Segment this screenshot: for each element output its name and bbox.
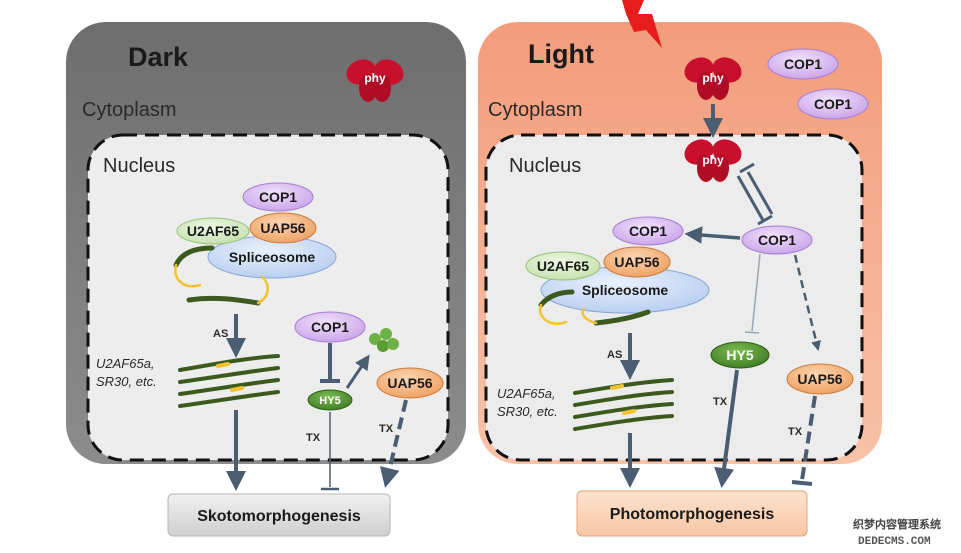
light-cop1-cyto-1 bbox=[767, 48, 839, 80]
light-u2af65 bbox=[525, 251, 601, 281]
dark-hy5-label: HY5 bbox=[319, 395, 340, 407]
light-cop1-cyto-1-label: COP1 bbox=[784, 56, 822, 72]
light-cop1-cyto-2-label: COP1 bbox=[814, 96, 852, 112]
light-panel: Light Cytoplasm phy COP1 COP1 Nucleus ph bbox=[478, 0, 882, 464]
dark-cop1-free-label: COP1 bbox=[311, 319, 349, 335]
dark-u2af65-label: U2AF65 bbox=[187, 223, 239, 239]
dark-degraded-hy5-icon bbox=[369, 328, 399, 352]
dark-phy-icon: phy bbox=[346, 59, 404, 102]
cop1-to-complex-arrow bbox=[684, 226, 741, 244]
light-phy-cyto-icon: phy bbox=[684, 57, 742, 100]
dark-u2af65 bbox=[176, 217, 250, 245]
dark-hy5-degradation-arrow bbox=[345, 354, 370, 389]
dark-spliced-mrna bbox=[178, 354, 280, 408]
dark-nucleus bbox=[86, 133, 450, 462]
photomorphogenesis-box: Photomorphogenesis bbox=[576, 490, 808, 537]
dark-panel: Dark Cytoplasm phy Nucleus Spliceosome U… bbox=[66, 22, 466, 464]
light-phy-nuc-label: phy bbox=[702, 153, 724, 167]
light-as-label: AS bbox=[607, 349, 622, 361]
dark-cop1-complex-label: COP1 bbox=[259, 189, 297, 205]
light-targets-line1: U2AF65a, bbox=[497, 386, 556, 401]
light-uap56-free-label: UAP56 bbox=[797, 371, 842, 387]
light-title: Light bbox=[528, 39, 594, 69]
light-cop1-complex bbox=[612, 216, 684, 246]
light-phy-nuc-icon: phy bbox=[684, 139, 742, 182]
light-u2af65-label: U2AF65 bbox=[537, 258, 589, 274]
dark-phy-label: phy bbox=[364, 71, 386, 85]
lightning-icon bbox=[622, 0, 662, 48]
light-uap56-free bbox=[786, 363, 854, 395]
light-uap56-complex-label: UAP56 bbox=[614, 254, 659, 270]
light-uap56-tx-inhibit bbox=[800, 395, 817, 481]
phy-cop1-mutual-inhibition bbox=[736, 162, 774, 226]
light-cop1-complex-label: COP1 bbox=[629, 223, 667, 239]
light-pre-mrna bbox=[538, 289, 651, 326]
dark-uap56-complex-label: UAP56 bbox=[260, 220, 305, 236]
cop1-hy5-weak-inhibit bbox=[751, 253, 761, 332]
light-targets-line2: SR30, etc. bbox=[497, 404, 558, 419]
dark-targets-line2: SR30, etc. bbox=[96, 374, 157, 389]
light-spliceosome-label: Spliceosome bbox=[582, 282, 669, 298]
watermark: 织梦内容管理系统 DEDECMS.COM bbox=[853, 517, 941, 548]
light-hy5-tx-arrow bbox=[714, 369, 739, 488]
light-phy-cyto-label: phy bbox=[702, 71, 724, 85]
light-tx-label-1: TX bbox=[713, 396, 728, 408]
light-uap56-complex bbox=[603, 246, 671, 278]
dark-cop1-free bbox=[294, 311, 366, 343]
light-cop1-free bbox=[741, 225, 813, 255]
dark-tx-label-1: TX bbox=[306, 432, 321, 444]
light-hy5 bbox=[710, 341, 770, 369]
dark-hy5 bbox=[307, 389, 353, 411]
cop1-uap56-dashed-arrow bbox=[793, 254, 821, 351]
skotomorphogenesis-box: Skotomorphogenesis bbox=[167, 493, 391, 537]
dark-title: Dark bbox=[128, 42, 189, 72]
dark-uap56-complex bbox=[249, 212, 317, 244]
dark-cytoplasm-label: Cytoplasm bbox=[82, 99, 176, 121]
dark-targets-line1: U2AF65a, bbox=[96, 356, 155, 371]
dark-tx-label-2: TX bbox=[379, 423, 394, 435]
watermark-line1: 织梦内容管理系统 bbox=[853, 517, 941, 531]
dark-pre-mrna bbox=[173, 245, 270, 306]
light-cytoplasm-label: Cytoplasm bbox=[488, 99, 582, 121]
dark-cop1-complex bbox=[242, 182, 314, 212]
photomorphogenesis-label: Photomorphogenesis bbox=[610, 506, 775, 523]
light-spliced-mrna bbox=[573, 378, 674, 431]
dark-uap56-free-label: UAP56 bbox=[387, 375, 432, 391]
skotomorphogenesis-label: Skotomorphogenesis bbox=[197, 508, 361, 525]
dark-spliceosome-label: Spliceosome bbox=[229, 249, 316, 265]
dark-uap56-free bbox=[376, 367, 444, 399]
light-nucleus-label: Nucleus bbox=[509, 155, 581, 177]
light-cop1-free-label: COP1 bbox=[758, 232, 796, 248]
watermark-line2: DEDECMS.COM bbox=[858, 536, 931, 548]
dark-uap56-tx-arrow bbox=[379, 399, 408, 488]
light-hy5-label: HY5 bbox=[726, 347, 753, 363]
light-tx-label-2: TX bbox=[788, 426, 803, 438]
dark-as-label: AS bbox=[213, 328, 228, 340]
light-cop1-cyto-2 bbox=[797, 88, 869, 120]
dark-nucleus-label: Nucleus bbox=[103, 155, 175, 177]
